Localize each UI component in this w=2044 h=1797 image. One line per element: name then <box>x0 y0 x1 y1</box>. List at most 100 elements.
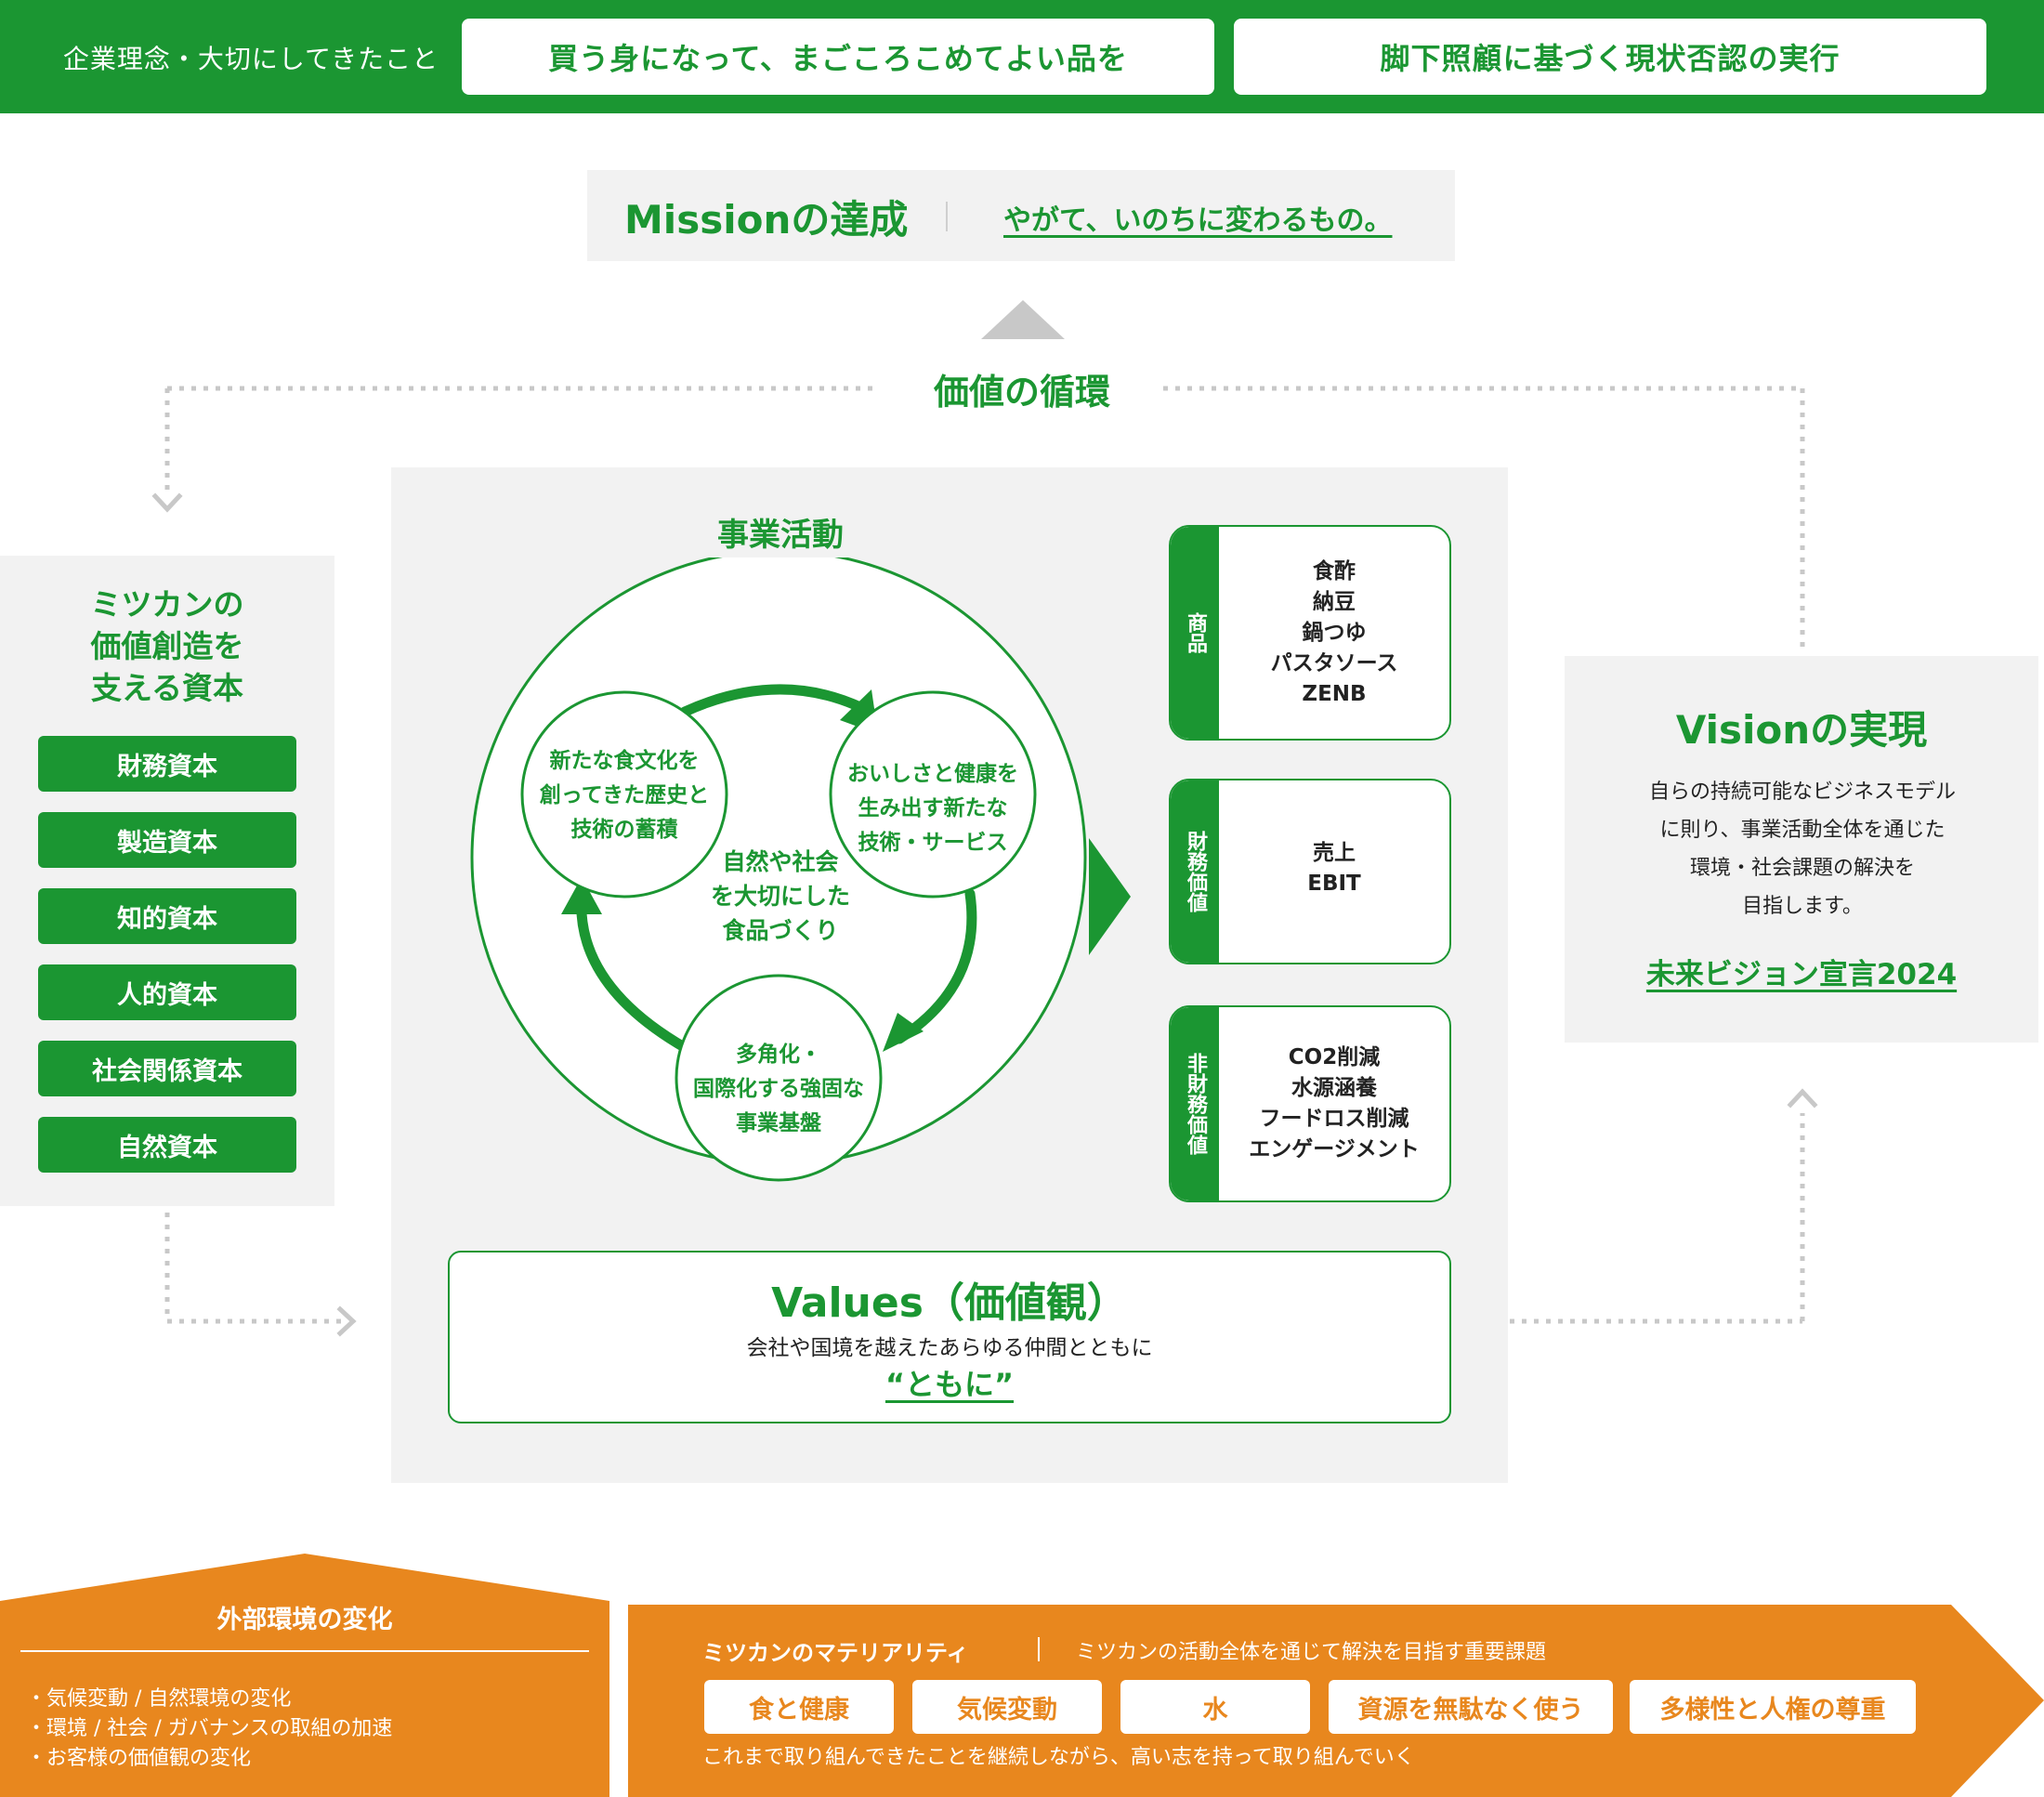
cycle-arc-right <box>894 888 977 1044</box>
output-item: 水源涵養 <box>1291 1076 1377 1100</box>
output-item: EBIT <box>1307 872 1361 896</box>
business-cycle-graphic <box>470 557 1131 1182</box>
values-title: Values（価値観） <box>771 1279 1128 1327</box>
capital-item-manufacturing: 製造資本 <box>38 812 296 868</box>
output-tab-label: 非財務価値 <box>1184 1053 1207 1155</box>
vision-line: 自らの持続可能なビジネスモデル <box>1648 780 1956 804</box>
chevron-right-icon <box>336 1305 357 1337</box>
node-circle-foundation <box>675 974 883 1182</box>
business-center-line: 食品づくり <box>722 916 839 944</box>
node-foundation-line: 多角化・ <box>736 1042 821 1067</box>
output-item: 鍋つゆ <box>1302 620 1367 645</box>
output-arrow-icon <box>1089 838 1131 955</box>
materiality-footer: これまで取り組んできたことを継続しながら、高い志を持って取り組んでいく <box>702 1746 1415 1769</box>
vision-line: に則り、事業活動全体を通じた <box>1659 819 1946 842</box>
output-tab-products: 商品 <box>1171 527 1219 739</box>
mission-box <box>587 170 1455 261</box>
cycle-arc-top <box>679 684 868 717</box>
business-center-text: 自然や社会 を大切にした 食品づくり <box>678 844 883 948</box>
node-circle-technology <box>829 690 1037 898</box>
materiality-item-climate: 気候変動 <box>912 1680 1102 1734</box>
vision-line: 環境・社会課題の解決を <box>1689 857 1915 880</box>
environment-divider <box>20 1650 589 1652</box>
node-foundation-line: 国際化する強固な <box>693 1076 864 1101</box>
node-technology-text: おいしさと健康を 生み出す新たな 技術・サービス <box>831 753 1035 864</box>
capital-title-line: 支える資本 <box>90 670 243 706</box>
vision-description: 自らの持続可能なビジネスモデル に則り、事業活動全体を通じた 環境・社会課題の解… <box>1589 773 2016 925</box>
node-foundation-text: 多角化・ 国際化する強固な 事業基盤 <box>676 1033 881 1145</box>
mission-title: Missionの達成 <box>624 196 909 243</box>
business-title: 事業活動 <box>717 516 844 554</box>
output-list-financial: 売上 EBIT <box>1219 780 1449 963</box>
output-item: 売上 <box>1313 841 1356 865</box>
node-technology-line: 技術・サービス <box>858 830 1008 855</box>
output-item: フードロス削減 <box>1259 1107 1409 1131</box>
materiality-item-water: 水 <box>1120 1680 1310 1734</box>
business-center-line: を大切にした <box>710 882 850 910</box>
node-history-line: 技術の蓄積 <box>570 817 678 842</box>
vision-title: Visionの実現 <box>1675 706 1928 753</box>
environment-title: 外部環境の変化 <box>216 1605 393 1634</box>
output-item: 食酢 <box>1313 558 1356 584</box>
output-item: エンゲージメント <box>1249 1137 1420 1161</box>
node-history-text: 新たな食文化を 創ってきた歴史と 技術の蓄積 <box>522 740 727 851</box>
capital-panel <box>0 556 334 1206</box>
output-item: パスタソース <box>1270 650 1398 676</box>
values-quote-link[interactable]: “ともに” <box>884 1367 1015 1402</box>
capital-title-line: ミツカンの <box>90 586 244 623</box>
node-history-line: 新たな食文化を <box>549 748 700 773</box>
philosophy-label: 企業理念・大切にしてきたこと <box>62 44 439 74</box>
chevron-down-icon <box>151 492 183 513</box>
materiality-item-food-health: 食と健康 <box>704 1680 894 1734</box>
capital-item-financial: 財務資本 <box>38 736 296 792</box>
materiality-item-resources: 資源を無駄なく使う <box>1329 1680 1613 1734</box>
business-center-line: 自然や社会 <box>722 847 839 875</box>
materiality-separator <box>1038 1637 1040 1661</box>
materiality-item-diversity: 多様性と人権の尊重 <box>1630 1680 1916 1734</box>
output-box-financial: 財務価値 売上 EBIT <box>1169 779 1451 964</box>
vision-line: 目指します。 <box>1742 895 1863 918</box>
capital-item-natural: 自然資本 <box>38 1117 296 1173</box>
node-history-line: 創ってきた歴史と <box>539 782 710 807</box>
output-item: ZENB <box>1302 681 1367 706</box>
output-item: 納豆 <box>1313 589 1356 614</box>
up-triangle <box>981 300 1065 339</box>
output-tab-financial: 財務価値 <box>1171 780 1219 963</box>
environment-item: ・気候変動 / 自然環境の変化 <box>26 1687 292 1711</box>
philosophy-pill-2: 脚下照顧に基づく現状否認の実行 <box>1234 19 1986 95</box>
values-box <box>448 1251 1451 1423</box>
philosophy-pill-1: 買う身になって、まごころこめてよい品を <box>462 19 1214 95</box>
output-box-nonfinancial: 非財務価値 CO2削減 水源涵養 フードロス削減 エンゲージメント <box>1169 1005 1451 1202</box>
node-technology-line: 生み出す新たな <box>858 795 1008 820</box>
cycle-arc-left <box>576 891 691 1054</box>
node-foundation-line: 事業基盤 <box>736 1110 821 1135</box>
mission-link[interactable]: やがて、いのちに変わるもの。 <box>1003 204 1393 237</box>
values-subtitle: 会社や国境を越えたあらゆる仲間とともに <box>746 1336 1153 1360</box>
node-circle-history <box>520 690 728 898</box>
capital-item-social: 社会関係資本 <box>38 1041 296 1096</box>
output-box-products: 商品 食酢 納豆 鍋つゆ パスタソース ZENB <box>1169 525 1451 741</box>
mission-separator <box>946 202 948 231</box>
materiality-subtitle: ミツカンの活動全体を通じて解決を目指す重要課題 <box>1076 1641 1547 1664</box>
vision-declaration-link[interactable]: 未来ビジョン宣言2024 <box>1645 957 1958 991</box>
environment-house-shape <box>0 1554 609 1797</box>
capital-item-human: 人的資本 <box>38 964 296 1020</box>
environment-item: ・環境 / 社会 / ガバナンスの取組の加速 <box>26 1717 393 1740</box>
arrowhead-icon <box>883 1013 924 1052</box>
node-technology-line: おいしさと健康を <box>847 761 1018 786</box>
vision-panel <box>1565 656 2038 1043</box>
output-tab-nonfinancial: 非財務価値 <box>1171 1007 1219 1200</box>
chevron-up-icon <box>1787 1088 1818 1108</box>
output-list-nonfinancial: CO2削減 水源涵養 フードロス削減 エンゲージメント <box>1219 1007 1449 1200</box>
output-tab-label: 商品 <box>1184 612 1207 653</box>
environment-item: ・お客様の価値観の変化 <box>26 1747 252 1770</box>
output-item: CO2削減 <box>1288 1045 1381 1069</box>
output-list-products: 食酢 納豆 鍋つゆ パスタソース ZENB <box>1219 527 1449 739</box>
capital-title: ミツカンの 価値創造を 支える資本 <box>28 584 307 714</box>
output-tab-label: 財務価値 <box>1184 831 1207 912</box>
value-cycle-label: 価値の循環 <box>933 371 1110 413</box>
arrowhead-icon <box>561 877 602 914</box>
capital-title-line: 価値創造を <box>90 628 244 664</box>
capital-item-intellectual: 知的資本 <box>38 888 296 944</box>
materiality-title: ミツカンのマテリアリティ <box>702 1639 969 1666</box>
